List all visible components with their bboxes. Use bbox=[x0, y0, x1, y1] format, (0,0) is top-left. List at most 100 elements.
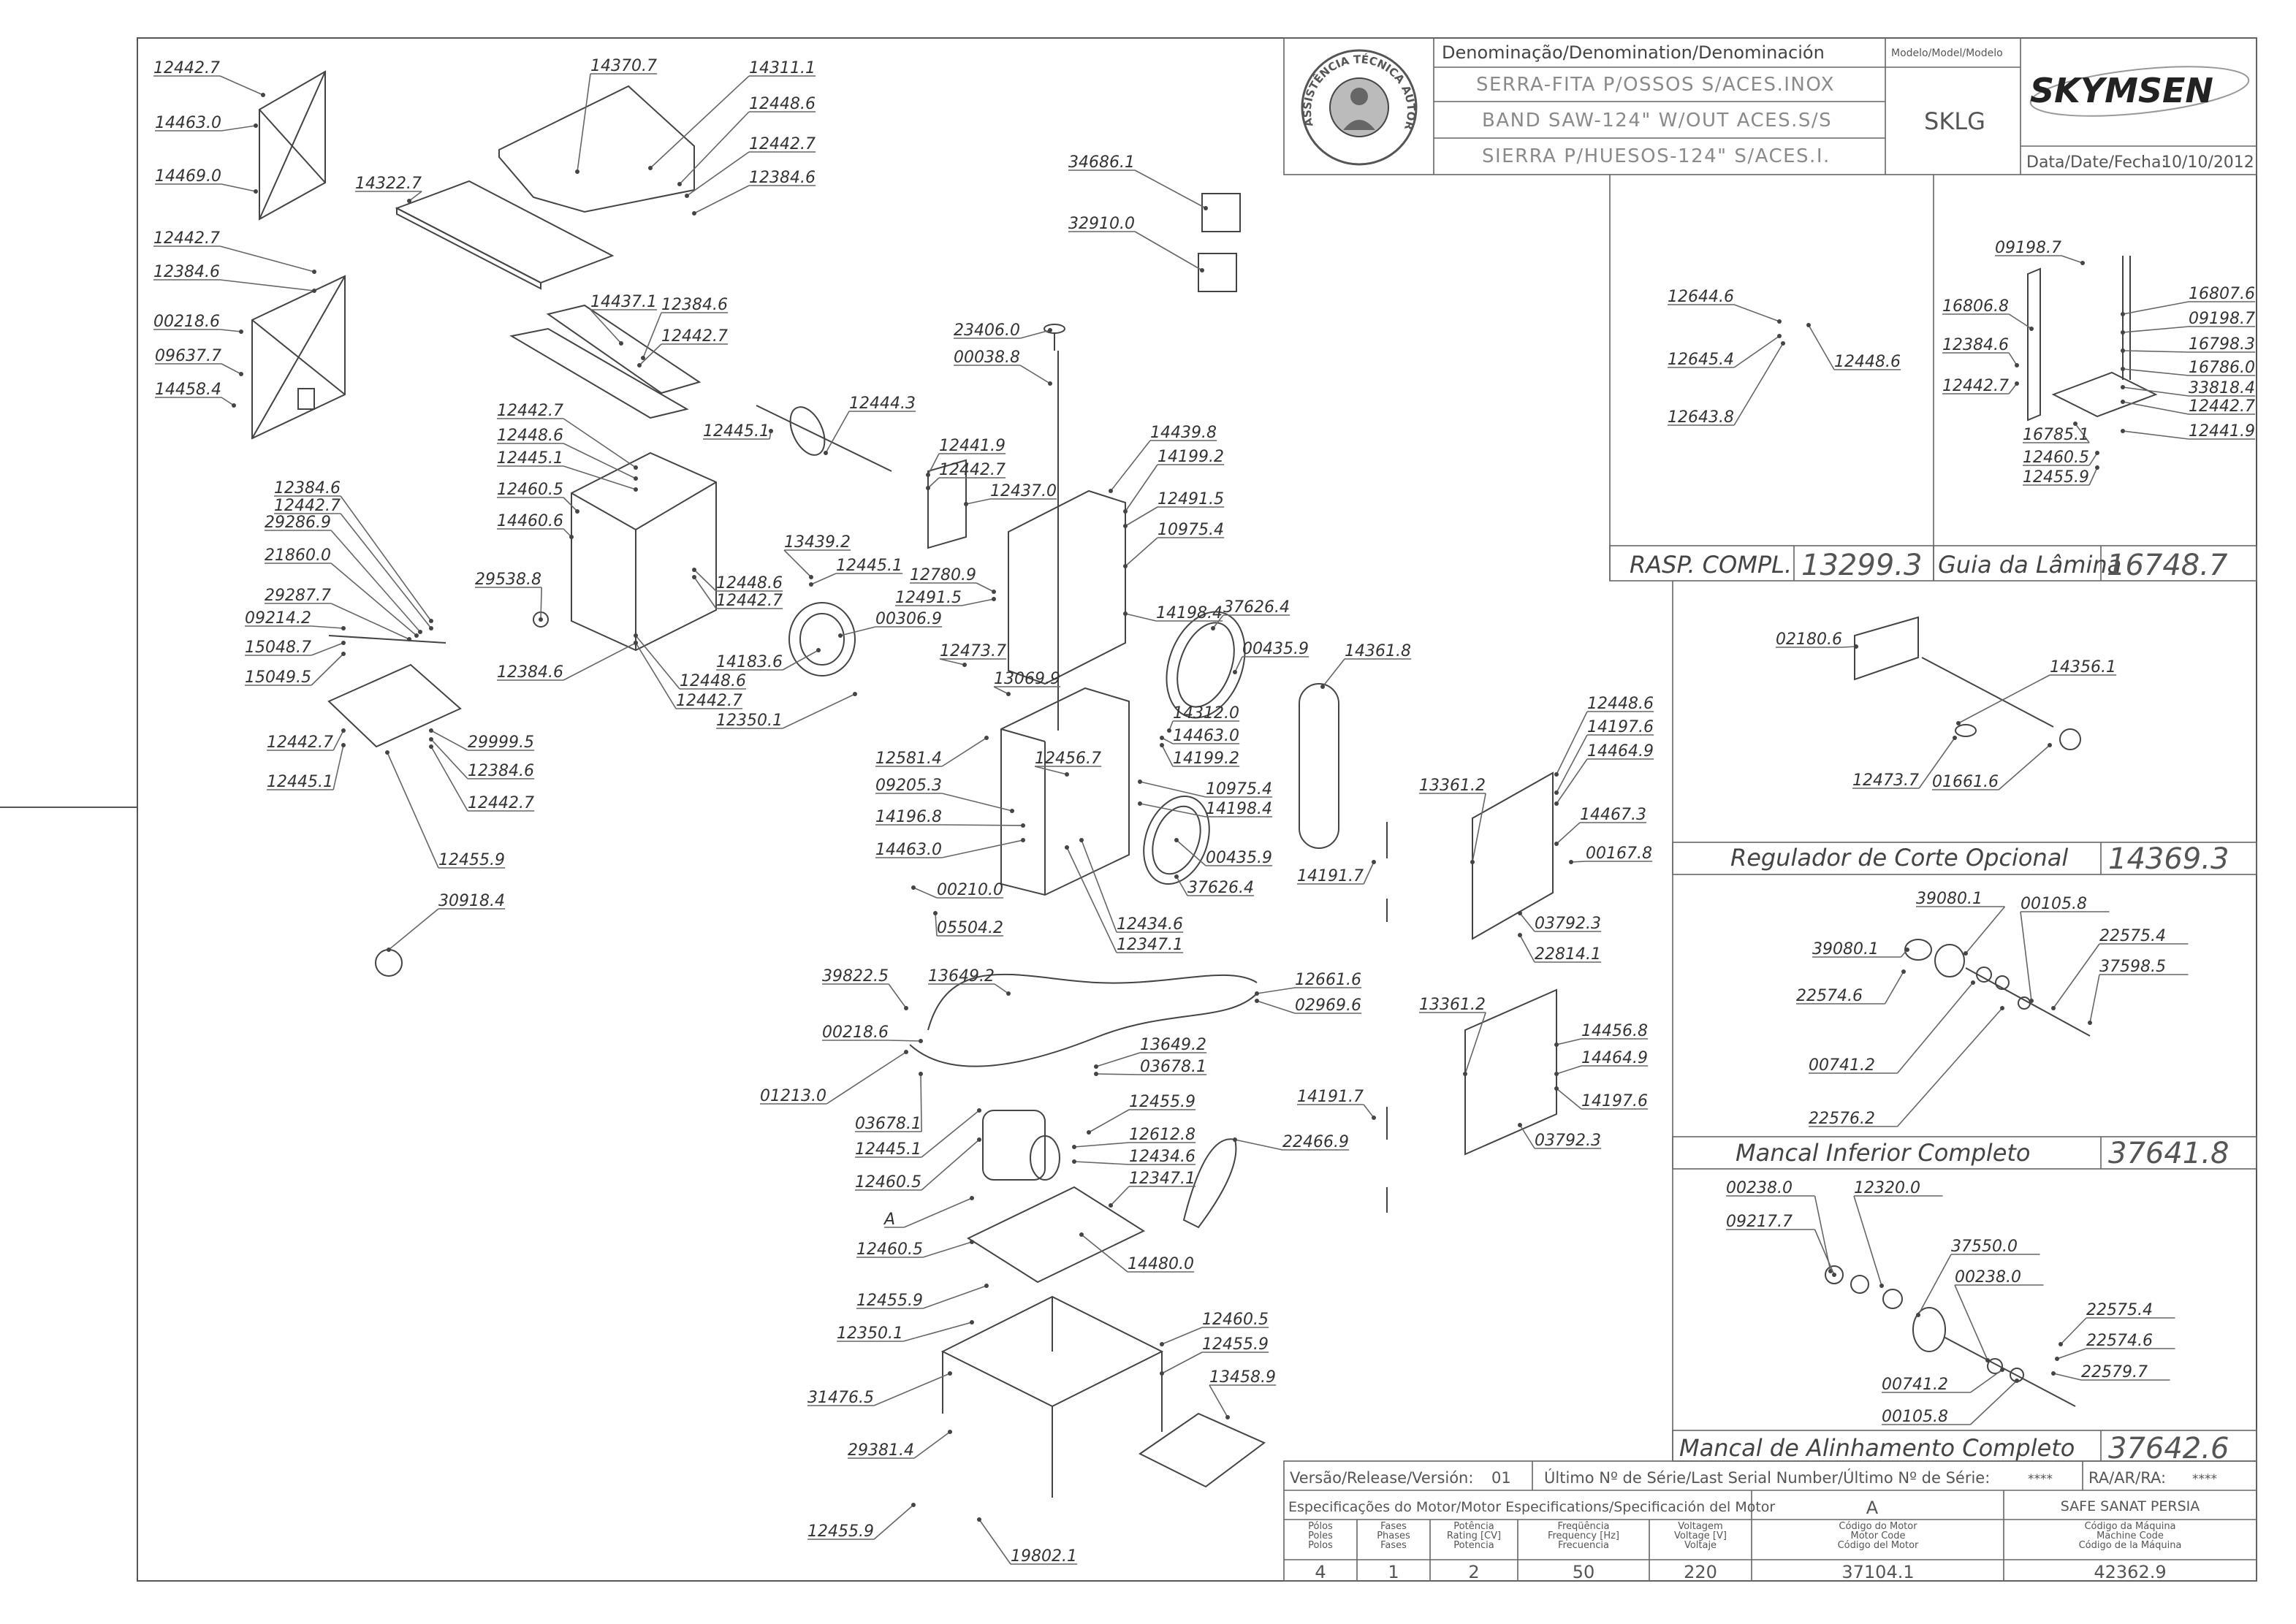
part-callout: 12442.7 bbox=[274, 497, 341, 515]
callout-point bbox=[634, 487, 638, 492]
part-callout: 12645.4 bbox=[1668, 351, 1734, 369]
callout-point bbox=[2000, 1006, 2004, 1010]
callout-leader bbox=[635, 635, 680, 690]
callout-leader bbox=[922, 1241, 973, 1258]
spec-col-3-l1: Freqüência bbox=[1557, 1521, 1609, 1532]
callout-point bbox=[429, 626, 433, 630]
callout-leader bbox=[921, 1139, 980, 1191]
callout-point bbox=[926, 473, 930, 477]
callout-point bbox=[2095, 451, 2099, 455]
regulador-code: 14369.3 bbox=[2108, 842, 2229, 876]
callout-leader bbox=[927, 453, 940, 476]
callout-leader bbox=[1256, 1000, 1296, 1014]
callout-leader bbox=[903, 1197, 973, 1228]
callout-leader bbox=[1918, 737, 1955, 789]
callout-leader bbox=[1363, 861, 1375, 885]
callout-leader bbox=[408, 191, 422, 202]
part-callout: 10975.4 bbox=[1157, 521, 1224, 539]
callout-point bbox=[2121, 330, 2125, 335]
callout-point bbox=[816, 648, 821, 652]
callout-point bbox=[1079, 838, 1084, 842]
callout-leader bbox=[2122, 350, 2189, 353]
callout-point bbox=[1123, 611, 1128, 616]
callout-leader bbox=[873, 1373, 951, 1406]
callout-leader bbox=[1808, 324, 1835, 370]
model-label: Modelo/Model/Modelo bbox=[1891, 47, 2003, 59]
callout-point bbox=[911, 885, 916, 890]
part-callout: 37626.4 bbox=[1187, 879, 1254, 897]
part-callout: 12445.1 bbox=[855, 1140, 921, 1159]
callout-point bbox=[919, 1072, 923, 1076]
part-callout: 12491.5 bbox=[1157, 490, 1224, 508]
part-callout: 15049.5 bbox=[245, 668, 311, 687]
callout-point bbox=[341, 743, 346, 747]
callout-leader bbox=[2061, 255, 2083, 264]
callout-leader bbox=[922, 1285, 987, 1309]
part-callout: 39080.1 bbox=[1916, 890, 1983, 908]
part-callout: 14191.7 bbox=[1297, 1088, 1364, 1106]
callout-point bbox=[239, 372, 243, 376]
part-callout: 12455.9 bbox=[2023, 468, 2089, 487]
part-callout: 12643.8 bbox=[1668, 408, 1734, 427]
callout-point bbox=[1854, 644, 1858, 649]
callout-leader bbox=[939, 658, 965, 666]
part-callout: 05504.2 bbox=[937, 919, 1003, 937]
callout-point bbox=[677, 182, 682, 186]
callout-leader bbox=[650, 75, 750, 169]
spec-col-6-value: 42362.9 bbox=[2094, 1562, 2166, 1582]
callout-leader bbox=[2122, 386, 2189, 397]
callout-leader bbox=[1125, 537, 1158, 567]
part-callouts: 12442.714463.014469.012442.712384.600218… bbox=[153, 57, 2255, 1566]
callout-leader bbox=[782, 649, 819, 671]
part-callout: 29538.8 bbox=[475, 571, 541, 589]
part-callout: 12448.6 bbox=[1834, 353, 1901, 371]
spec-col-2-value: 2 bbox=[1468, 1562, 1479, 1582]
callout-leader bbox=[2020, 911, 2032, 1002]
part-callout: 13439.2 bbox=[784, 533, 851, 552]
skymsen-logo: SKYMSEN bbox=[2029, 66, 2250, 117]
part-callout: 37626.4 bbox=[1223, 598, 1290, 617]
part-callout: 12581.4 bbox=[875, 750, 942, 768]
callout-point bbox=[992, 590, 996, 594]
callout-leader bbox=[430, 739, 468, 779]
callout-point bbox=[2015, 1379, 2019, 1383]
part-callout: 37598.5 bbox=[2099, 958, 2166, 976]
callout-point bbox=[341, 626, 346, 630]
authorized-assistance-seal: ASSISTÊNCIA TÉCNICA AUTORIZADA bbox=[0, 0, 1418, 166]
callout-point bbox=[341, 652, 346, 656]
callout-leader bbox=[563, 642, 636, 681]
callout-point bbox=[2121, 429, 2125, 433]
part-callout: 12444.3 bbox=[849, 394, 916, 413]
callout-point bbox=[1204, 206, 1208, 210]
callout-point bbox=[1554, 772, 1559, 777]
callout-point bbox=[1518, 933, 1522, 937]
spec-col-3-value: 50 bbox=[1573, 1562, 1595, 1582]
callout-leader bbox=[1139, 803, 1206, 817]
callout-leader bbox=[563, 443, 636, 479]
version-label: Versão/Release/Versión: bbox=[1290, 1469, 1473, 1487]
callout-leaders bbox=[153, 73, 2256, 1565]
callout-point bbox=[984, 1284, 989, 1288]
callout-leader bbox=[888, 983, 907, 1009]
callout-point bbox=[970, 1320, 974, 1324]
callout-point bbox=[1233, 1137, 1237, 1142]
part-callout: 09637.7 bbox=[155, 347, 221, 365]
callout-point bbox=[637, 363, 642, 367]
part-callout: 12441.9 bbox=[2189, 422, 2255, 441]
part-callout: 12442.7 bbox=[2189, 397, 2255, 416]
date-value: 10/10/2012 bbox=[2162, 153, 2254, 172]
callout-leader bbox=[1472, 793, 1486, 863]
callout-leader bbox=[2075, 423, 2090, 443]
part-callout: 12473.7 bbox=[1852, 771, 1919, 790]
callout-leader bbox=[2088, 467, 2098, 486]
part-callout: 12384.6 bbox=[749, 169, 816, 187]
callout-leader bbox=[1110, 1186, 1130, 1206]
part-callout: 14311.1 bbox=[749, 59, 816, 77]
rasp-compl-label: RASP. COMPL. bbox=[1630, 551, 1792, 579]
callout-point bbox=[926, 486, 930, 490]
callout-leader bbox=[2122, 368, 2189, 376]
callout-leader bbox=[889, 1040, 921, 1042]
spec-col-5-value: 37104.1 bbox=[1841, 1562, 1914, 1582]
part-callout: 14322.7 bbox=[355, 175, 422, 193]
callout-leader bbox=[221, 183, 256, 192]
